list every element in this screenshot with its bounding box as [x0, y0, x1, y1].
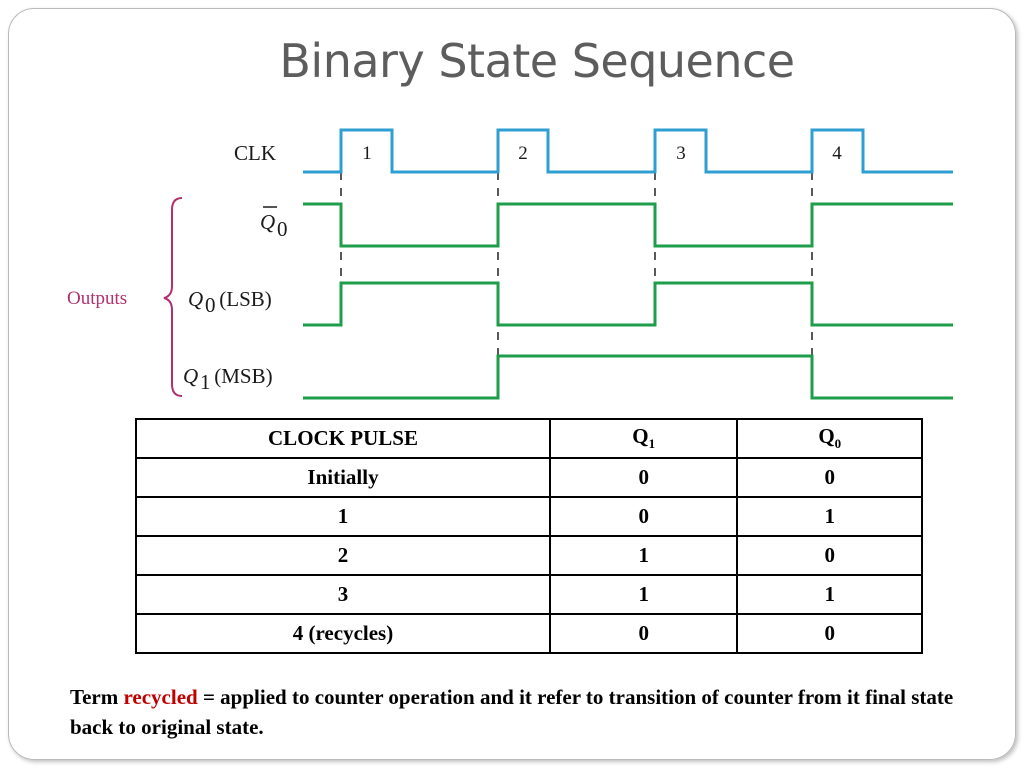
slide-title: Binary State Sequence: [279, 34, 795, 88]
cell-clock-pulse: 1: [135, 496, 551, 537]
header-q1: Q1: [548, 418, 739, 459]
note-prefix: Term: [70, 685, 124, 709]
slide-frame: [8, 8, 1016, 760]
svg-text:1: 1: [200, 370, 211, 394]
pulse-number-3: 3: [676, 143, 686, 164]
cell-q0: 1: [736, 496, 923, 537]
cell-q0: 1: [736, 574, 923, 615]
note-text: = applied to counter operation and it re…: [70, 685, 954, 739]
q0-label: Q 0 (LSB): [188, 287, 272, 317]
cell-clock-pulse: Initially: [135, 457, 551, 498]
header-clock-pulse: CLOCK PULSE: [135, 418, 551, 459]
q0-waveform: [303, 281, 953, 327]
pulse-number-2: 2: [518, 143, 528, 164]
cell-q1: 1: [548, 535, 739, 576]
cell-q0: 0: [736, 535, 923, 576]
svg-text:0: 0: [205, 293, 216, 317]
outputs-label: Outputs: [67, 288, 127, 309]
cell-q1: 0: [548, 496, 739, 537]
clk-waveform: [303, 128, 953, 174]
outputs-brace: [163, 197, 183, 397]
pulse-number-4: 4: [832, 143, 842, 164]
cell-clock-pulse: 2: [135, 535, 551, 576]
recycled-definition-note: Term recycled = applied to counter opera…: [70, 682, 980, 742]
q0bar-label: Q 0: [260, 206, 288, 241]
timing-diagram: 1 2 3 4 CLK Q 0 Q 0 (LSB) Q 1 (MSB) Outp…: [67, 128, 953, 400]
cell-clock-pulse: 3: [135, 574, 551, 615]
cell-q1: 0: [548, 613, 739, 654]
table-header-row: CLOCK PULSE Q1 Q0: [135, 418, 923, 459]
pulse-number-1: 1: [362, 143, 372, 164]
q1-waveform: [303, 354, 953, 400]
header-q0: Q0: [736, 418, 923, 459]
table-row: Initially 0 0: [135, 457, 923, 498]
table-row: 4 (recycles) 0 0: [135, 613, 923, 654]
svg-text:(LSB): (LSB): [214, 287, 272, 311]
table-row: 1 0 1: [135, 496, 923, 537]
table-row: 2 1 0: [135, 535, 923, 576]
svg-text:0: 0: [277, 217, 288, 241]
svg-text:(MSB): (MSB): [209, 364, 273, 388]
cell-q0: 0: [736, 613, 923, 654]
state-table: CLOCK PULSE Q1 Q0 Initially 0 0 1 0 1 2 …: [135, 418, 923, 654]
cell-q1: 0: [548, 457, 739, 498]
svg-text:Q: Q: [183, 364, 198, 388]
q0bar-waveform: [303, 202, 953, 248]
cell-clock-pulse: 4 (recycles): [135, 613, 551, 654]
q1-label: Q 1 (MSB): [183, 364, 273, 394]
cell-q1: 1: [548, 574, 739, 615]
svg-text:Q: Q: [188, 287, 203, 311]
clk-label: CLK: [234, 141, 276, 165]
svg-text:Q: Q: [260, 210, 275, 234]
note-highlight-term: recycled: [123, 685, 198, 709]
cell-q0: 0: [736, 457, 923, 498]
edge-guides: [340, 172, 813, 360]
table-row: 3 1 1: [135, 574, 923, 615]
